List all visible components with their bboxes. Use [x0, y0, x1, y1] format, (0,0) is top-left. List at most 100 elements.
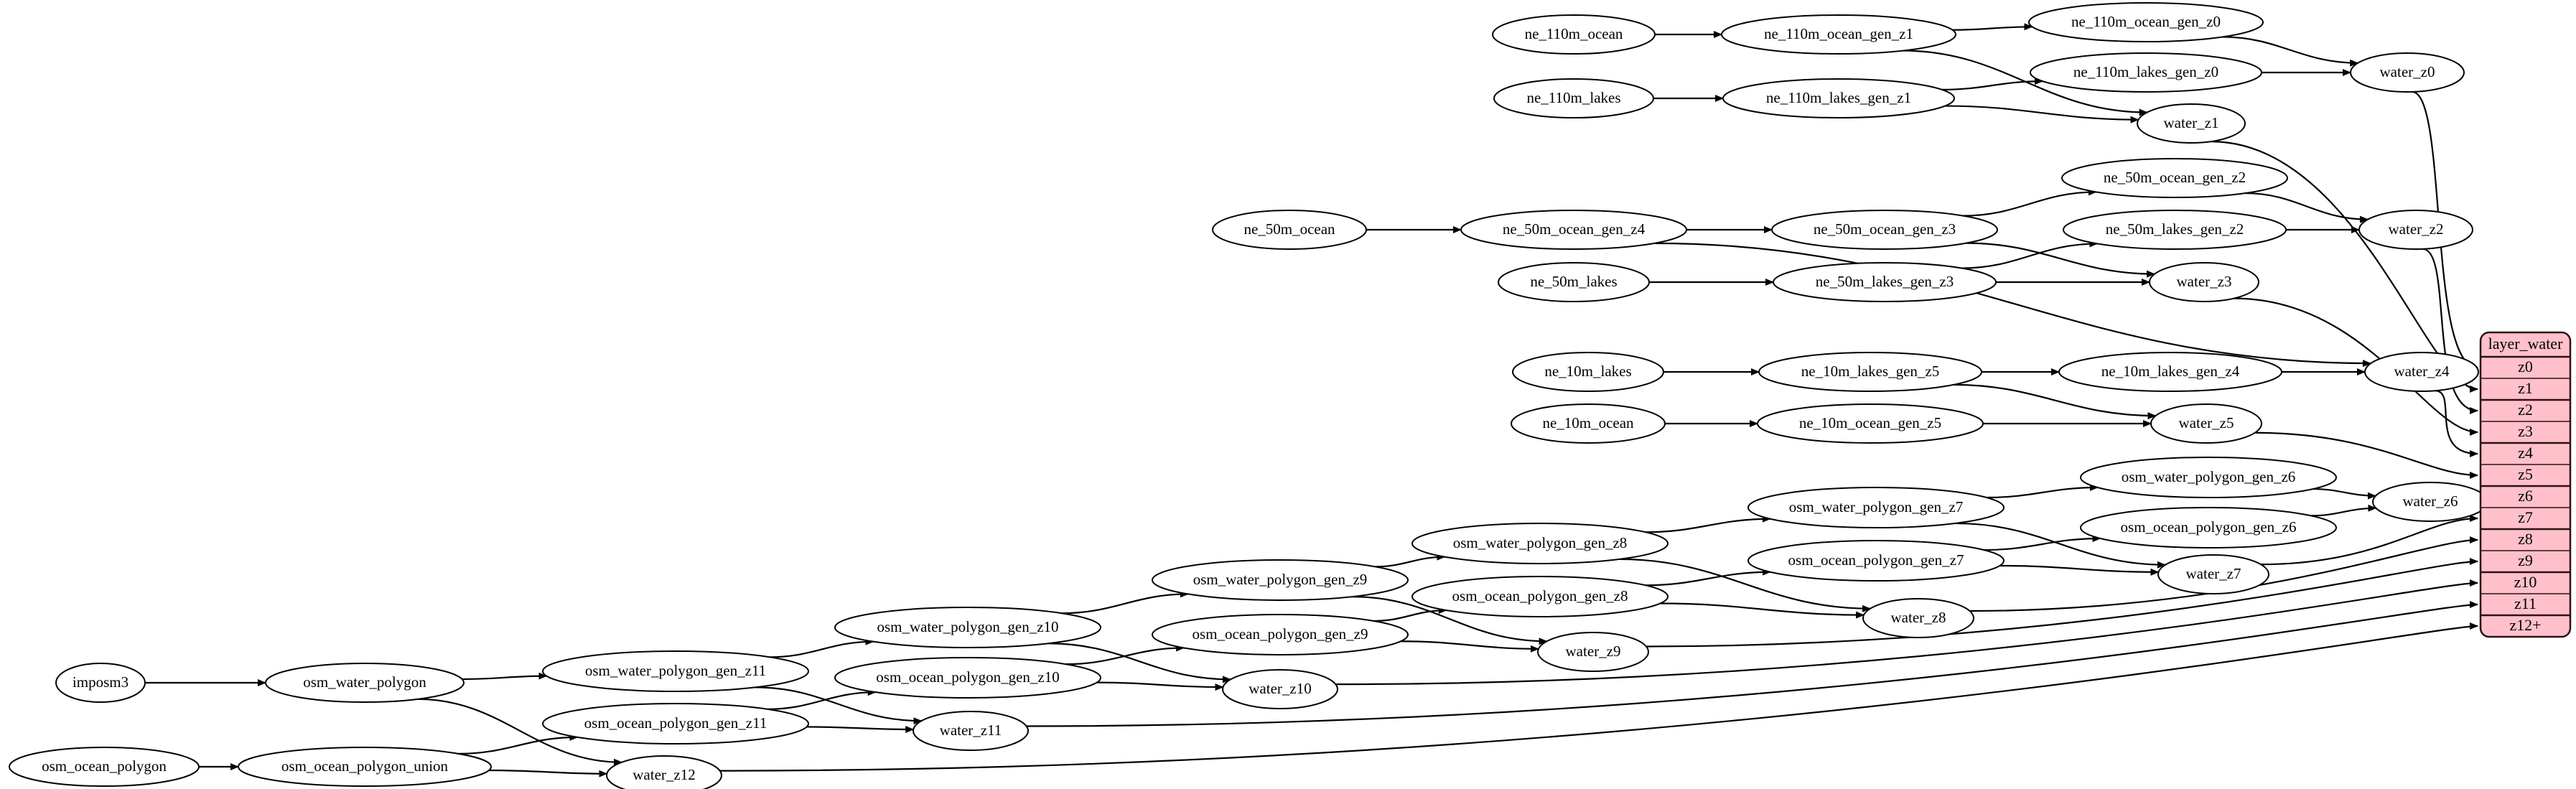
graph-node-osm_water_polygon_gen_z11[interactable]: osm_water_polygon_gen_z11: [542, 650, 809, 692]
graph-node-ne_110m_lakes_gen_z0[interactable]: ne_110m_lakes_gen_z0: [2030, 52, 2262, 93]
graph-node-water_z3[interactable]: water_z3: [2149, 262, 2259, 302]
graph-node-ne_50m_ocean[interactable]: ne_50m_ocean: [1212, 210, 1367, 250]
graph-edge-water_z2--to--layer_water-z2: [2422, 248, 2478, 414]
graph-node-water_z0[interactable]: water_z0: [2350, 52, 2465, 93]
legend-row-z7[interactable]: z7: [2518, 508, 2533, 526]
graph-edge-osm_ocean_polygon_gen_z11--to--osm_ocean_polygon_gen_z10: [767, 688, 877, 710]
graph-node-water_z6[interactable]: water_z6: [2372, 482, 2488, 522]
legend-row-z4[interactable]: z4: [2518, 444, 2533, 462]
legend-row-z11[interactable]: z11: [2514, 594, 2537, 612]
node-label: ne_10m_lakes: [1544, 363, 1631, 380]
graph-edge-water_z11--to--layer_water-z11: [1026, 601, 2478, 727]
graph-node-osm_ocean_polygon_gen_z11[interactable]: osm_ocean_polygon_gen_z11: [542, 703, 809, 744]
legend-row-z12[interactable]: z12+: [2509, 616, 2541, 634]
graph-edge-osm_ocean_polygon_gen_z8--to--osm_ocean_polygon_gen_z7: [1646, 568, 1771, 587]
node-ellipse: [1722, 78, 1955, 118]
graph-node-ne_50m_ocean_gen_z4[interactable]: ne_50m_ocean_gen_z4: [1460, 210, 1687, 250]
legend-row-z6[interactable]: z6: [2518, 487, 2533, 505]
graph-node-water_z9[interactable]: water_z9: [1537, 632, 1649, 672]
graph-node-osm_water_polygon_gen_z6[interactable]: osm_water_polygon_gen_z6: [2080, 457, 2337, 498]
node-ellipse: [2364, 352, 2479, 392]
node-ellipse: [1212, 210, 1367, 250]
graph-node-water_z2[interactable]: water_z2: [2358, 210, 2473, 250]
graph-node-osm_ocean_polygon_gen_z6[interactable]: osm_ocean_polygon_gen_z6: [2080, 507, 2337, 548]
graph-node-ne_110m_lakes_gen_z1[interactable]: ne_110m_lakes_gen_z1: [1722, 78, 1955, 118]
node-label: water_z4: [2394, 363, 2450, 380]
node-label: ne_110m_lakes: [1526, 89, 1620, 106]
legend-row-z8[interactable]: z8: [2518, 530, 2533, 548]
graph-node-osm_ocean_polygon_gen_z9[interactable]: osm_ocean_polygon_gen_z9: [1152, 614, 1409, 655]
node-ellipse: [834, 607, 1101, 648]
graph-node-ne_110m_ocean_gen_z1[interactable]: ne_110m_ocean_gen_z1: [1721, 14, 1956, 55]
graph-edge-ne_110m_lakes_gen_z1--to--water_z1: [1945, 105, 2139, 123]
node-ellipse: [1757, 403, 1984, 444]
graph-node-water_z12[interactable]: water_z12: [606, 755, 722, 789]
node-label: ne_10m_lakes_gen_z5: [1801, 363, 1939, 380]
graph-node-osm_ocean_polygon_union[interactable]: osm_ocean_polygon_union: [238, 747, 492, 787]
node-ellipse: [1773, 262, 1997, 302]
graph-edge-osm_water_polygon--to--water_z12: [417, 698, 623, 766]
graph-node-water_z4[interactable]: water_z4: [2364, 352, 2479, 392]
node-ellipse: [2137, 103, 2246, 144]
legend-row-z9[interactable]: z9: [2518, 551, 2533, 569]
node-ellipse: [9, 747, 200, 787]
graph-node-water_z8[interactable]: water_z8: [1862, 598, 1974, 638]
graph-node-water_z7[interactable]: water_z7: [2157, 554, 2269, 594]
node-ellipse: [1222, 669, 1338, 709]
graph-node-ne_10m_ocean[interactable]: ne_10m_ocean: [1511, 403, 1666, 444]
legend-row-z10[interactable]: z10: [2514, 573, 2537, 591]
graph-edge-ne_50m_ocean_gen_z4--to--water_z4: [1654, 242, 2372, 368]
graph-node-osm_ocean_polygon_gen_z10[interactable]: osm_ocean_polygon_gen_z10: [834, 657, 1101, 699]
legend-layer_water[interactable]: layer_waterz0z1z2z3z4z5z6z7z8z9z10z11z12…: [2479, 331, 2572, 638]
graph-edge-osm_water_polygon_gen_z8--to--osm_water_polygon_gen_z7: [1646, 515, 1771, 533]
graph-node-water_z11[interactable]: water_z11: [913, 711, 1029, 751]
graph-edge-osm_ocean_polygon_gen_z8--to--water_z8: [1660, 602, 1865, 619]
graph-node-ne_10m_lakes_gen_z5[interactable]: ne_10m_lakes_gen_z5: [1758, 352, 1982, 392]
graph-node-ne_110m_lakes[interactable]: ne_110m_lakes: [1493, 78, 1654, 118]
graph-edge-ne_110m_lakes_gen_z1--to--ne_110m_lakes_gen_z0: [1941, 78, 2044, 90]
node-label: imposm3: [73, 673, 129, 691]
node-ellipse: [2080, 507, 2337, 548]
graph-node-osm_water_polygon[interactable]: osm_water_polygon: [265, 663, 465, 703]
graph-edge-osm_ocean_polygon_gen_z6--to--water_z6: [2311, 504, 2377, 517]
graph-node-ne_50m_ocean_gen_z2[interactable]: ne_50m_ocean_gen_z2: [2061, 158, 2288, 198]
node-label: osm_water_polygon_gen_z8: [1453, 534, 1628, 551]
graph-edge-water_z9--to--layer_water-z9: [1646, 558, 2478, 648]
node-ellipse: [1771, 210, 1998, 250]
graph-node-ne_50m_lakes[interactable]: ne_50m_lakes: [1498, 262, 1650, 302]
graph-node-osm_ocean_polygon_gen_z7[interactable]: osm_ocean_polygon_gen_z7: [1747, 540, 2005, 582]
graph-node-water_z10[interactable]: water_z10: [1222, 669, 1338, 709]
graph-node-ne_110m_ocean_gen_z0[interactable]: ne_110m_ocean_gen_z0: [2028, 2, 2264, 42]
legend-row-z2[interactable]: z2: [2518, 401, 2533, 419]
graph-node-osm_ocean_polygon_gen_z8[interactable]: osm_ocean_polygon_gen_z8: [1411, 576, 1669, 617]
graph-edge-water_z12--to--layer_water-z12: [719, 622, 2478, 772]
graph-node-osm_water_polygon_gen_z7[interactable]: osm_water_polygon_gen_z7: [1747, 487, 2005, 528]
graph-node-ne_50m_lakes_gen_z3[interactable]: ne_50m_lakes_gen_z3: [1773, 262, 1997, 302]
graph-node-ne_50m_lakes_gen_z2[interactable]: ne_50m_lakes_gen_z2: [2063, 210, 2287, 250]
legend-row-z5[interactable]: z5: [2518, 465, 2533, 483]
graph-node-ne_10m_ocean_gen_z5[interactable]: ne_10m_ocean_gen_z5: [1757, 403, 1984, 444]
legend-row-z1[interactable]: z1: [2518, 379, 2533, 397]
node-label: osm_ocean_polygon: [42, 757, 167, 775]
legend-row-z0[interactable]: z0: [2518, 358, 2533, 375]
graph-edge-osm_water_polygon_gen_z7--to--water_z7: [1955, 522, 2166, 569]
graph-node-osm_water_polygon_gen_z10[interactable]: osm_water_polygon_gen_z10: [834, 607, 1101, 648]
legend-row-z3[interactable]: z3: [2518, 422, 2533, 440]
graph-edge-water_z10--to--layer_water-z10: [1335, 579, 2478, 686]
graph-node-osm_ocean_polygon[interactable]: osm_ocean_polygon: [9, 747, 200, 787]
node-label: water_z9: [1566, 643, 1621, 660]
graph-node-osm_water_polygon_gen_z9[interactable]: osm_water_polygon_gen_z9: [1152, 559, 1409, 601]
graph-node-ne_10m_lakes[interactable]: ne_10m_lakes: [1512, 352, 1664, 392]
graph-node-water_z1[interactable]: water_z1: [2137, 103, 2246, 144]
graph-edge-osm_ocean_polygon_union--to--osm_ocean_polygon_gen_z11: [458, 733, 579, 755]
node-label: osm_water_polygon_gen_z9: [1193, 571, 1368, 588]
graph-edge-osm_ocean_polygon_gen_z9--to--water_z9: [1401, 640, 1539, 653]
graph-node-ne_50m_ocean_gen_z3[interactable]: ne_50m_ocean_gen_z3: [1771, 210, 1998, 250]
node-ellipse: [1512, 352, 1664, 392]
node-ellipse: [1492, 14, 1656, 55]
graph-node-ne_10m_lakes_gen_z4[interactable]: ne_10m_lakes_gen_z4: [2058, 352, 2282, 392]
graph-node-imposm3[interactable]: imposm3: [55, 663, 146, 703]
graph-node-ne_110m_ocean[interactable]: ne_110m_ocean: [1492, 14, 1656, 55]
graph-node-osm_water_polygon_gen_z8[interactable]: osm_water_polygon_gen_z8: [1411, 523, 1669, 564]
graph-node-water_z5[interactable]: water_z5: [2150, 403, 2262, 444]
